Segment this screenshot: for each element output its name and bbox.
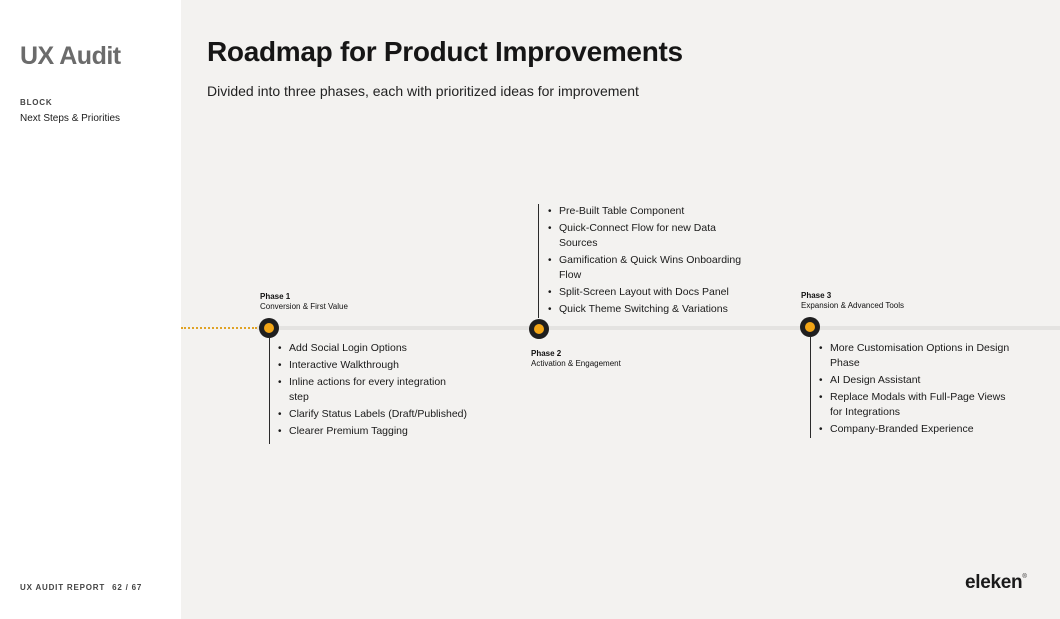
phase-3-name: Expansion & Advanced Tools — [801, 301, 905, 310]
logo-text: eleken — [965, 572, 1023, 593]
phase-3-number: Phase 3 — [801, 291, 832, 300]
phase-3-node — [800, 317, 820, 337]
registered-mark: ® — [1022, 574, 1027, 580]
phase-2-name: Activation & Engagement — [531, 359, 621, 368]
timeline-dotted-lead — [181, 327, 257, 329]
brand-title: UX Audit — [20, 42, 121, 70]
list-item: More Customisation Options in Design Pha… — [819, 341, 1019, 371]
page-number: 62 / 67 — [112, 583, 143, 592]
report-label: UX AUDIT REPORT — [20, 583, 106, 592]
phase-2-node — [529, 319, 549, 339]
list-item: Clearer Premium Tagging — [278, 424, 468, 439]
block-value: Next Steps & Priorities — [20, 113, 121, 124]
sidebar: UX Audit BLOCK Next Steps & Priorities U… — [0, 0, 181, 619]
list-item: Interactive Walkthrough — [278, 358, 468, 373]
main-content: Roadmap for Product Improvements Divided… — [181, 0, 1060, 619]
list-item: Quick Theme Switching & Variations — [548, 302, 748, 317]
list-item: Inline actions for every integration ste… — [278, 375, 468, 405]
phase-1-number: Phase 1 — [260, 292, 291, 301]
list-item: AI Design Assistant — [819, 373, 1019, 388]
phase-2-list: Pre-Built Table Component Quick-Connect … — [548, 204, 748, 319]
timeline-line — [257, 326, 1060, 330]
phase-2-number: Phase 2 — [531, 349, 562, 358]
page-title: Roadmap for Product Improvements — [207, 36, 683, 67]
eleken-logo: eleken® — [965, 572, 1027, 594]
list-item: Clarify Status Labels (Draft/Published) — [278, 407, 468, 422]
report-footer: UX AUDIT REPORT 62 / 67 — [20, 583, 142, 592]
phase-2-label: Phase 2 Activation & Engagement — [531, 349, 621, 369]
block-label: BLOCK — [20, 98, 53, 107]
phase-1-node — [259, 318, 279, 338]
list-item: Quick-Connect Flow for new Data Sources — [548, 221, 748, 251]
phase-1-label: Phase 1 Conversion & First Value — [260, 292, 348, 312]
phase-2-connector — [538, 204, 539, 318]
list-item: Gamification & Quick Wins Onboarding Flo… — [548, 253, 748, 283]
list-item: Pre-Built Table Component — [548, 204, 748, 219]
phase-1-list: Add Social Login Options Interactive Wal… — [278, 341, 468, 441]
list-item: Add Social Login Options — [278, 341, 468, 356]
list-item: Split-Screen Layout with Docs Panel — [548, 285, 748, 300]
list-item: Replace Modals with Full-Page Views for … — [819, 390, 1019, 420]
phase-3-label: Phase 3 Expansion & Advanced Tools — [801, 291, 904, 311]
phase-3-connector — [810, 337, 811, 438]
phase-1-connector — [269, 338, 270, 444]
phase-1-name: Conversion & First Value — [260, 302, 348, 311]
phase-3-list: More Customisation Options in Design Pha… — [819, 341, 1019, 439]
list-item: Company-Branded Experience — [819, 422, 1019, 437]
page-subtitle: Divided into three phases, each with pri… — [207, 83, 639, 99]
